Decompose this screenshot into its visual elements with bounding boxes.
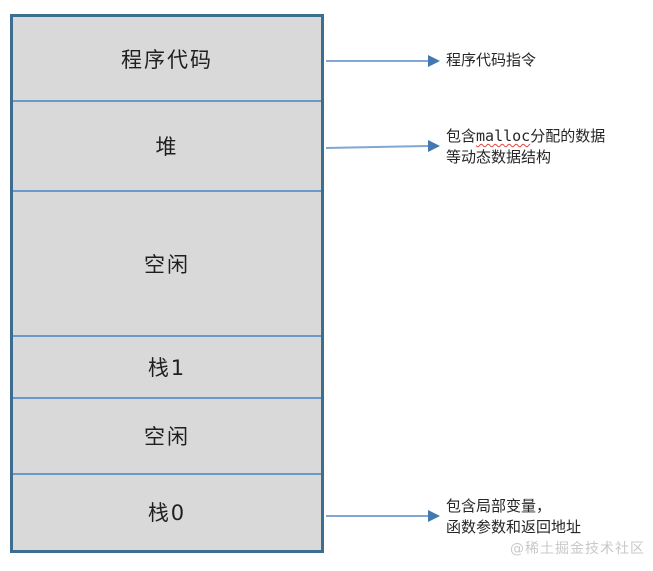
annotation-stack0: 包含局部变量， 函数参数和返回地址: [446, 496, 581, 538]
arrow-stack0-icon: [326, 510, 440, 522]
watermark: @稀土掘金技术社区: [510, 541, 645, 557]
segment-stack1: 栈1: [13, 335, 321, 397]
segment-label: 空闲: [144, 252, 190, 277]
segment-label: 栈1: [147, 356, 187, 380]
annotation-line: 函数参数和返回地址: [446, 518, 582, 536]
segment-heap: 堆: [13, 100, 321, 190]
malloc-code-text: malloc: [476, 127, 531, 145]
segment-label: 程序代码: [121, 47, 213, 72]
segment-free-lower: 空闲: [13, 397, 321, 473]
segment-label: 堆: [155, 135, 179, 159]
segment-label: 空闲: [144, 425, 190, 449]
annotation-line: 包含malloc分配的数据: [446, 127, 606, 145]
segment-stack0: 栈0: [13, 473, 321, 549]
segment-label: 栈0: [147, 501, 187, 525]
segment-free-upper: 空闲: [13, 190, 321, 335]
arrow-program-code-icon: [326, 55, 440, 67]
annotation-heap: 包含malloc分配的数据 等动态数据结构: [446, 126, 605, 168]
arrow-heap-icon: [325, 140, 440, 152]
annotation-line: 包含局部变量，: [446, 497, 552, 515]
annotation-program-code: 程序代码指令: [446, 50, 536, 71]
annotation-line: 等动态数据结构: [446, 148, 552, 166]
annotation-line: 程序代码指令: [446, 51, 537, 69]
segment-program-code: 程序代码: [13, 17, 321, 100]
memory-layout-box: 程序代码 堆 空闲 栈1 空闲 栈0: [10, 14, 324, 553]
